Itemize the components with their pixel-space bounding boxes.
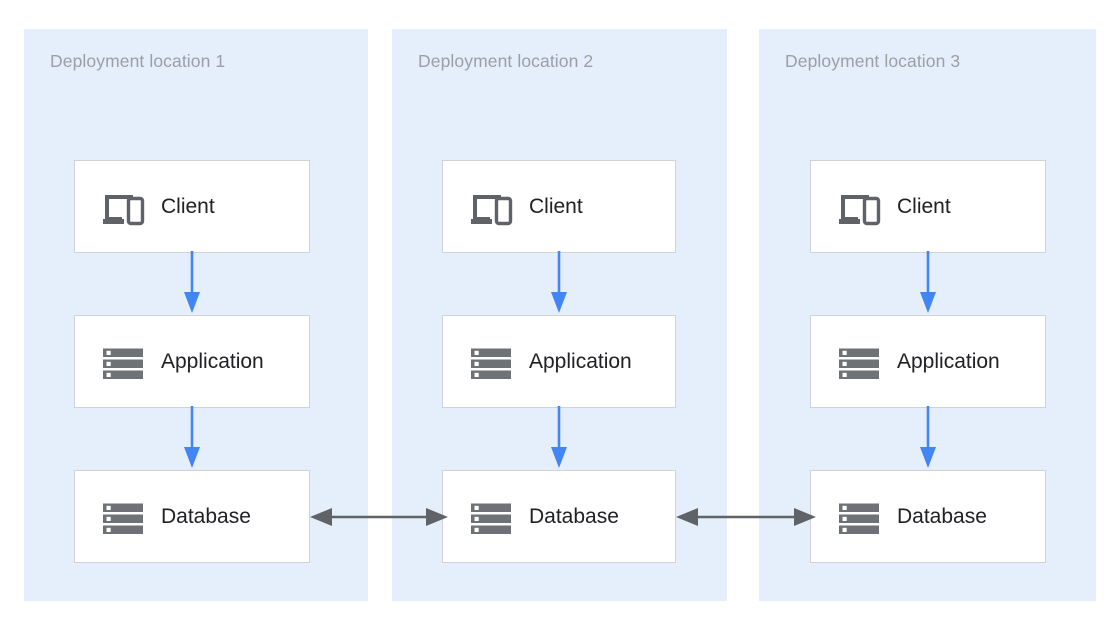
node-client[interactable]: Client [74,160,310,253]
node-label: Database [529,504,619,528]
arrow-database2-to-database3 [676,508,816,526]
server-icon [839,348,879,379]
node-database[interactable]: Database [442,470,676,563]
panel-title: Deployment location 1 [50,51,226,71]
database-icon [471,503,511,534]
node-label: Client [897,194,951,218]
devices-icon [471,194,513,225]
database-icon [839,503,879,534]
arrow-application-to-database [551,406,567,468]
server-icon [103,348,143,379]
node-client[interactable]: Client [810,160,1046,253]
node-application[interactable]: Application [810,315,1046,408]
arrow-application-to-database [920,406,936,468]
deployment-location-2-panel: Deployment location 2 Client Applicat [392,29,727,601]
node-application[interactable]: Application [74,315,310,408]
node-database[interactable]: Database [810,470,1046,563]
arrow-client-to-application [920,251,936,313]
node-database[interactable]: Database [74,470,310,563]
arrow-client-to-application [184,251,200,313]
node-label: Application [161,349,264,373]
node-label: Database [897,504,987,528]
panel-title: Deployment location 3 [785,51,961,71]
node-label: Client [161,194,215,218]
node-label: Database [161,504,251,528]
node-client[interactable]: Client [442,160,676,253]
devices-icon [839,194,881,225]
database-icon [103,503,143,534]
arrow-application-to-database [184,406,200,468]
server-icon [471,348,511,379]
arrow-database1-to-database2 [310,508,448,526]
node-application[interactable]: Application [442,315,676,408]
panel-title: Deployment location 2 [418,51,594,71]
deployment-location-1-panel: Deployment location 1 Client Applicat [24,29,368,601]
node-label: Client [529,194,583,218]
deployment-location-3-panel: Deployment location 3 Client Applicat [759,29,1096,601]
arrow-client-to-application [551,251,567,313]
node-label: Application [897,349,1000,373]
node-label: Application [529,349,632,373]
devices-icon [103,194,145,225]
